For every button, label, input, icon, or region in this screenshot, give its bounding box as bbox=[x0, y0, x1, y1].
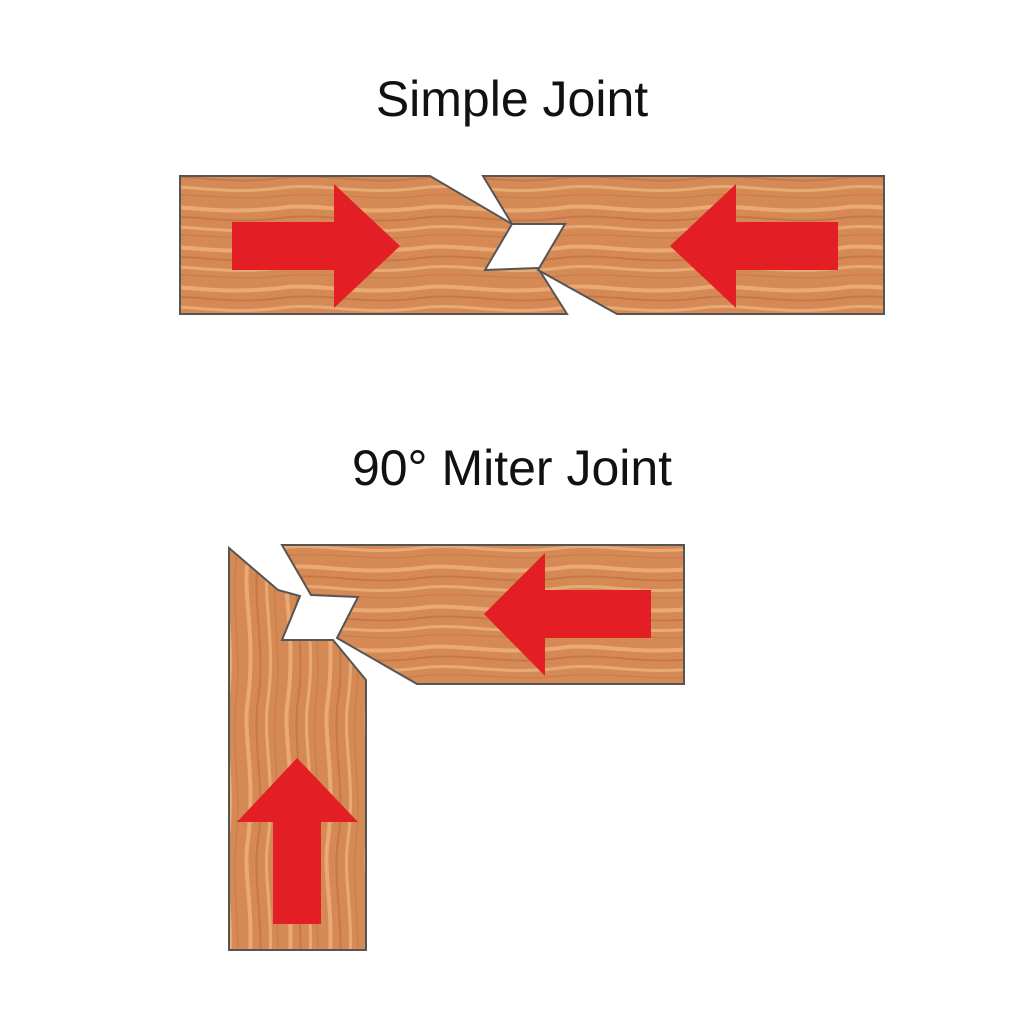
arrow-left-icon bbox=[670, 184, 838, 308]
miter-horizontal-board bbox=[280, 544, 685, 685]
miter-joint-title: 90° Miter Joint bbox=[351, 440, 673, 496]
arrow-right-icon bbox=[232, 184, 400, 308]
arrow-up-icon bbox=[237, 758, 358, 924]
arrow-left-icon bbox=[484, 553, 651, 676]
miter-vertical-board bbox=[228, 545, 367, 951]
simple-joint-title: Simple Joint bbox=[375, 71, 649, 127]
